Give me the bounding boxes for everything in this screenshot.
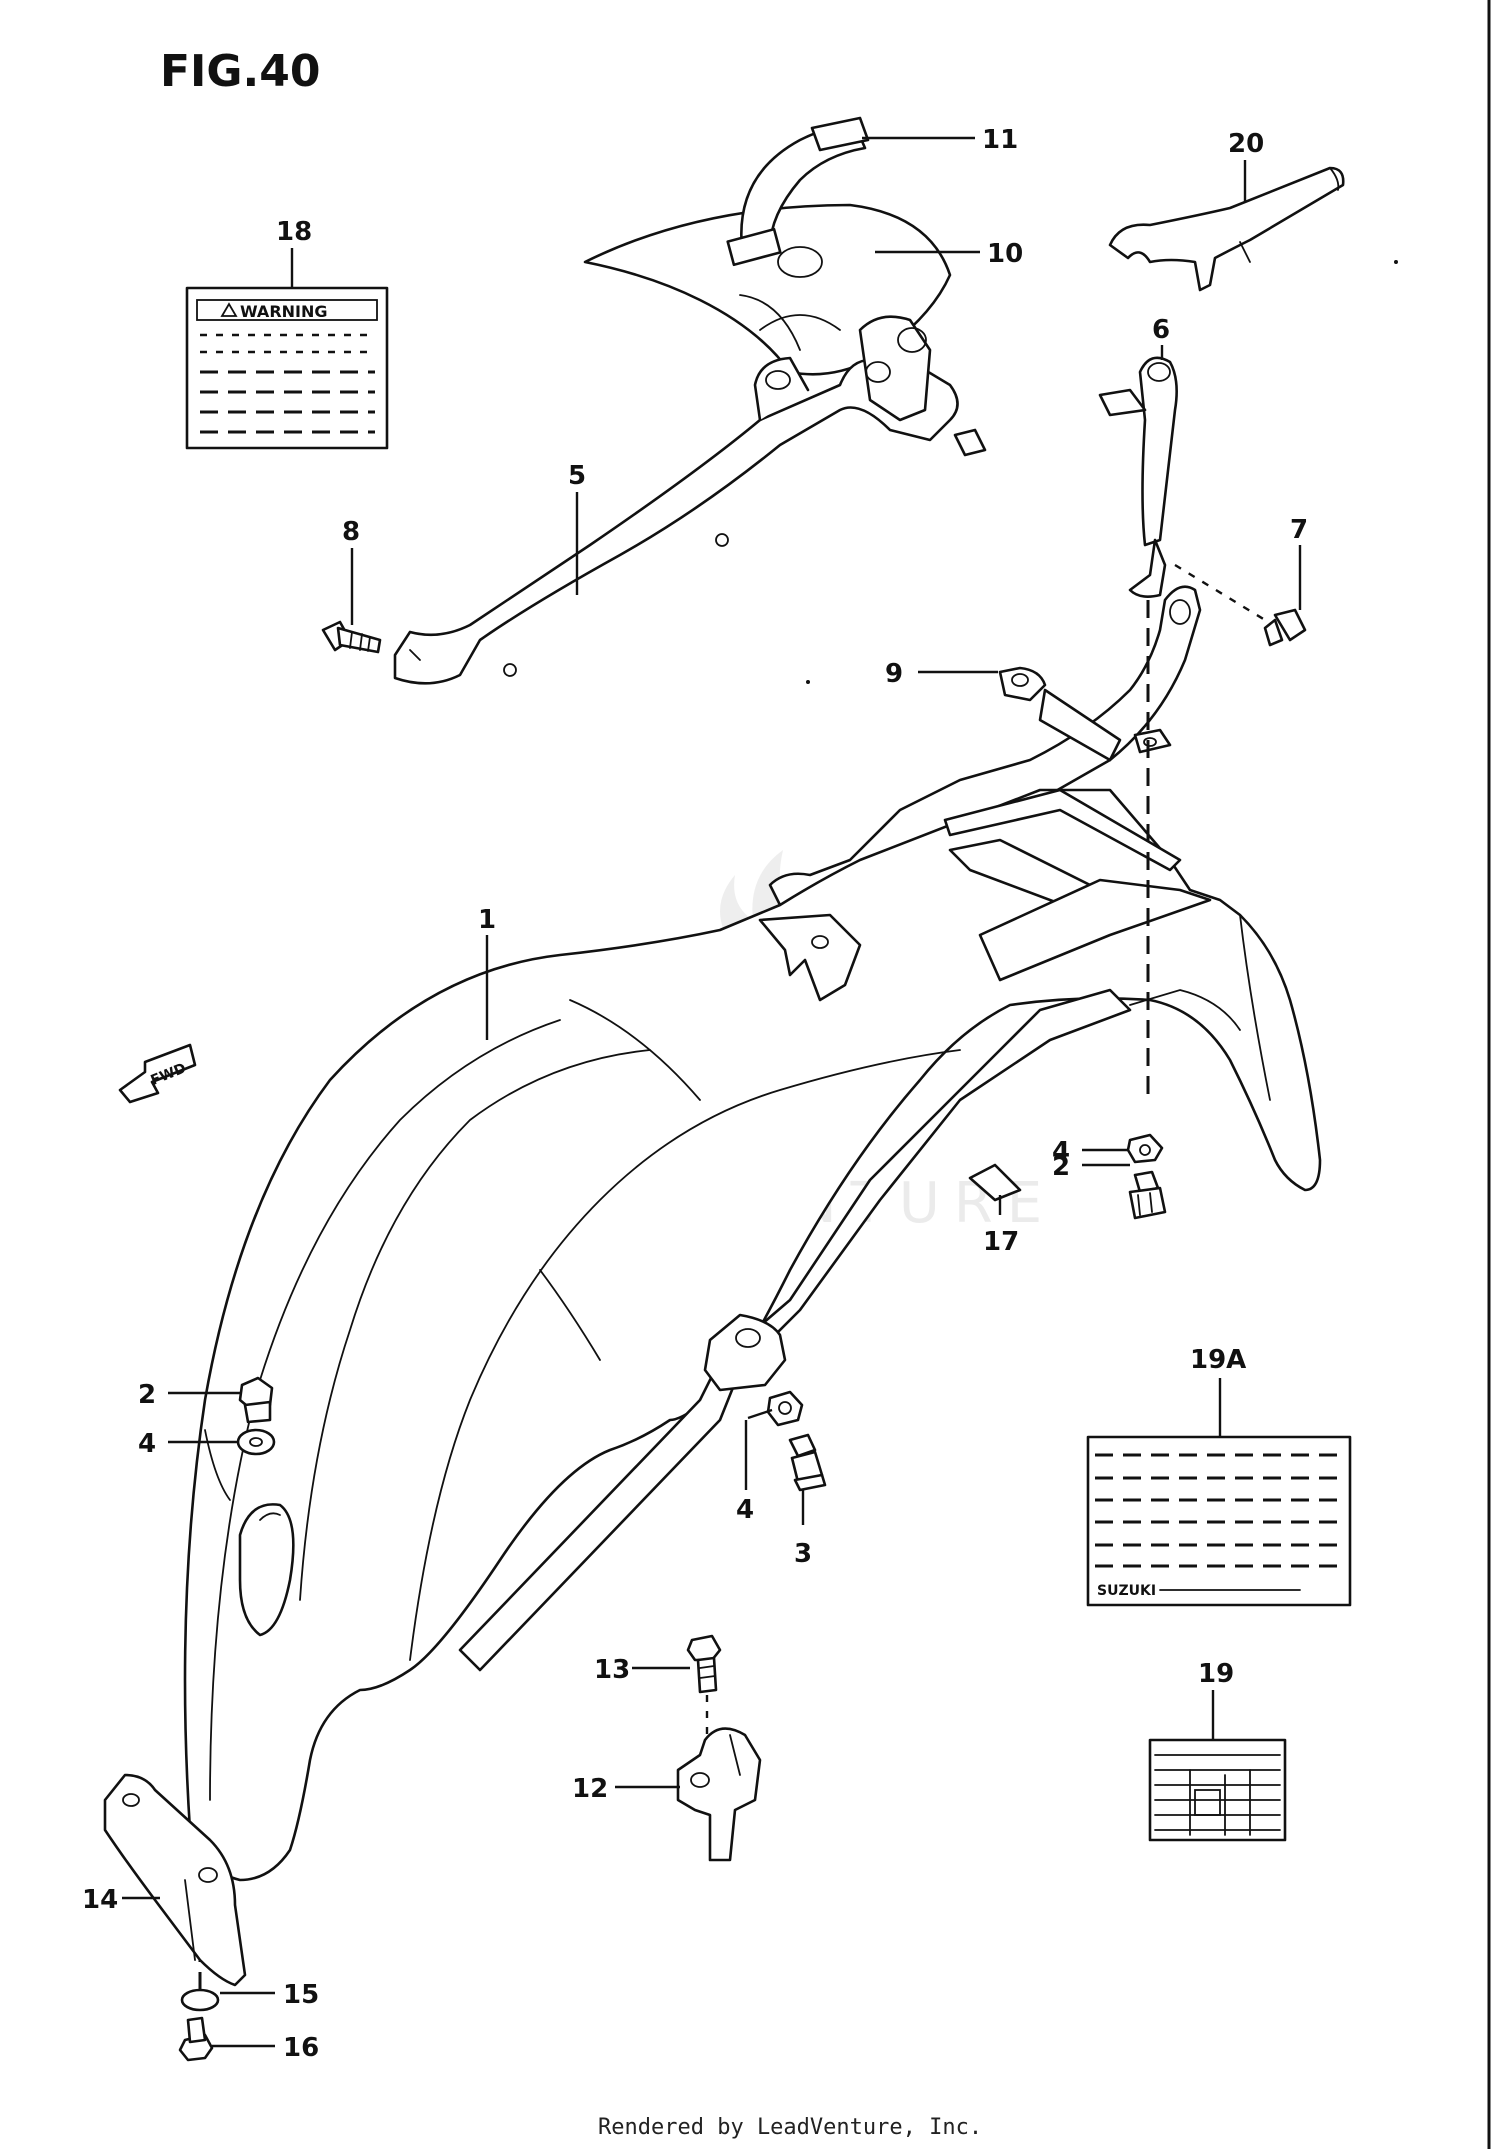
part-label-4-left: 4 (138, 1429, 156, 1459)
part-label-19A: 19A (1190, 1345, 1246, 1375)
plate-part-19A: SUZUKI (1086, 1435, 1352, 1607)
bolt-part-2-left (238, 1376, 274, 1424)
part-label-4-right: 4 (1052, 1137, 1070, 1167)
part-label-16: 16 (283, 2033, 319, 2063)
part-label-10: 10 (987, 239, 1023, 269)
part-label-18: 18 (276, 217, 312, 247)
leader-4-center (747, 1408, 773, 1420)
dot-mark (806, 680, 810, 684)
figure-title: FIG.40 (160, 46, 321, 97)
bolt-part-2-right (1128, 1170, 1167, 1220)
footer-credit: Rendered by LeadVenture, Inc. (598, 2115, 982, 2140)
label-part-19 (1148, 1738, 1287, 1842)
plate-brand-text: SUZUKI (1097, 1583, 1156, 1599)
strap-part-11 (726, 116, 870, 267)
part-label-3: 3 (794, 1539, 812, 1569)
part-label-1: 1 (478, 905, 496, 935)
part-label-6: 6 (1152, 315, 1170, 345)
washer-part-15 (180, 1988, 220, 2012)
part-label-12: 12 (572, 1774, 608, 1804)
part-label-14: 14 (82, 1885, 118, 1915)
nut-part-4-right (1126, 1133, 1164, 1164)
part-label-7: 7 (1290, 515, 1308, 545)
bolt-part-13 (686, 1634, 722, 1740)
seat-rail-part-5 (393, 315, 987, 685)
bolt-part-8 (321, 620, 382, 654)
bracket-part-12 (676, 1727, 762, 1862)
warning-label-text: WARNING (240, 302, 328, 321)
part-label-13: 13 (594, 1655, 630, 1685)
bracket-part-14 (103, 1773, 247, 1987)
part-label-5: 5 (568, 461, 586, 491)
warning-label-part-18: WARNING (185, 286, 389, 450)
rear-fender-part-1 (183, 788, 1322, 1882)
part-label-11: 11 (982, 125, 1018, 155)
spanner-part-20 (1108, 166, 1345, 292)
part-label-4-center: 4 (736, 1495, 754, 1525)
washer-part-4-left (236, 1428, 276, 1456)
part-label-17: 17 (983, 1227, 1019, 1257)
bolt-part-16 (178, 2016, 214, 2062)
part-label-19: 19 (1198, 1659, 1234, 1689)
nut-part-4-center (766, 1390, 804, 1427)
dot-mark (1394, 260, 1398, 264)
part-label-8: 8 (342, 517, 360, 547)
part-label-15: 15 (283, 1980, 319, 2010)
part-label-20: 20 (1228, 129, 1264, 159)
sticker-part-17 (968, 1163, 1022, 1202)
part-label-9: 9 (885, 659, 903, 689)
part-label-2-left: 2 (138, 1380, 156, 1410)
fwd-arrow-icon: FWD (118, 1043, 197, 1104)
bolt-part-3 (788, 1433, 827, 1492)
rear-bracket-part-6 (1098, 356, 1178, 598)
bolt-part-7 (1174, 563, 1307, 647)
part-label-2-right: 2 (1052, 1152, 1070, 1182)
